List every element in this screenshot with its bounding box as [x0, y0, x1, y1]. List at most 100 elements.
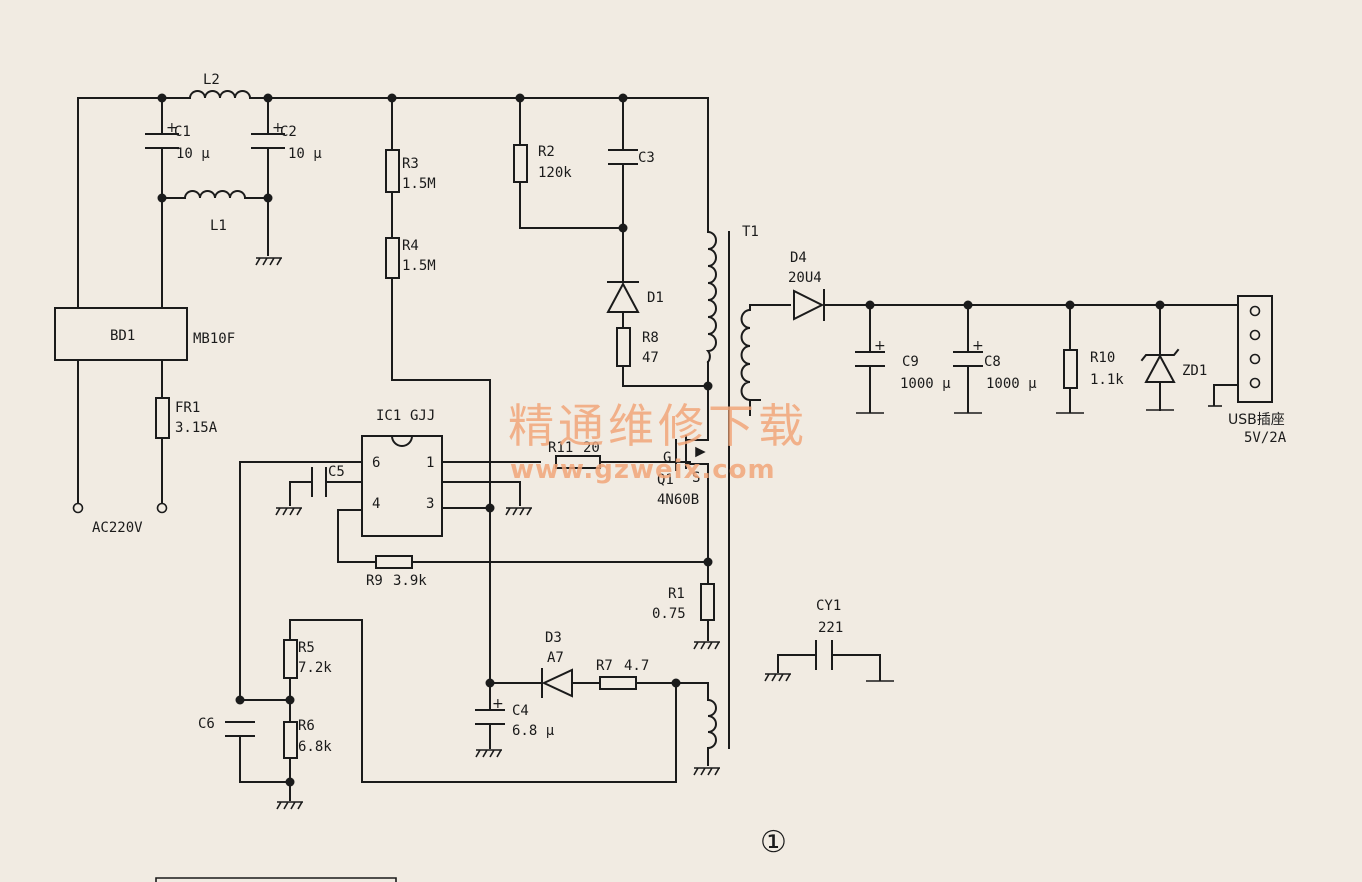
- usb-socket: USB插座 5V/2A: [1228, 295, 1287, 446]
- r7-value: 4.7: [624, 658, 649, 674]
- resistor-R7: R7 4.7: [596, 658, 649, 690]
- c8-label: C8: [984, 354, 1001, 370]
- zd1-label: ZD1: [1182, 363, 1207, 379]
- ic1-ref: IC1: [376, 408, 401, 424]
- r1-label: R1: [668, 586, 685, 602]
- l1-label: L1: [210, 218, 227, 234]
- watermark-title: 精通维修下载: [508, 399, 808, 453]
- figure-number: ①: [760, 825, 787, 860]
- usb-output-rating: 5V/2A: [1244, 430, 1287, 446]
- r9-value: 3.9k: [393, 573, 427, 589]
- d3-part: A7: [547, 650, 564, 666]
- r2-value: 120k: [538, 165, 572, 181]
- c2-value: 10 μ: [288, 146, 322, 162]
- d1-label: D1: [647, 290, 664, 306]
- c9-label: C9: [902, 354, 919, 370]
- capacitor-CY1: CY1 221: [815, 598, 843, 670]
- watermark-url: www.gzweix.com: [510, 455, 776, 485]
- r9-label: R9: [366, 573, 383, 589]
- ground-symbols: [255, 257, 1222, 810]
- r5-label: R5: [298, 640, 315, 656]
- ic1-part: GJJ: [410, 408, 435, 424]
- fr1-value: 3.15A: [175, 420, 218, 436]
- usb-socket-label: USB插座: [1228, 412, 1285, 428]
- cropped-frame-edge: [155, 877, 397, 882]
- ic-IC1: IC1 GJJ 6 1 4 3: [361, 408, 443, 537]
- c3-label: C3: [638, 150, 655, 166]
- r7-label: R7: [596, 658, 613, 674]
- capacitor-C5: C5: [311, 464, 345, 497]
- svg-text:+: +: [972, 338, 984, 354]
- diode-D3: D3 A7: [541, 630, 573, 698]
- l2-label: L2: [203, 72, 220, 88]
- cy1-value: 221: [818, 620, 843, 636]
- resistor-R10: R10 1.1k: [1063, 349, 1124, 389]
- capacitor-C8: + C8 1000 μ: [953, 338, 1037, 392]
- resistor-R5: R5 7.2k: [283, 639, 332, 679]
- ic1-pin4: 4: [372, 496, 380, 512]
- q1-part: 4N60B: [657, 492, 699, 508]
- bridge-rectifier-BD1: BD1 MB10F: [54, 307, 235, 361]
- resistor-R3: R3 1.5M: [385, 149, 436, 193]
- resistor-R6: R6 6.8k: [283, 718, 332, 759]
- c2-label: C2: [280, 124, 297, 140]
- r6-value: 6.8k: [298, 739, 332, 755]
- resistor-R1: R1 0.75: [652, 583, 715, 622]
- r10-value: 1.1k: [1090, 372, 1124, 388]
- junctions: [157, 93, 1165, 787]
- cy1-label: CY1: [816, 598, 841, 614]
- bd1-part: MB10F: [193, 331, 235, 347]
- capacitor-C9: + C9 1000 μ: [855, 338, 951, 392]
- r4-value: 1.5M: [402, 258, 436, 274]
- capacitor-C4: + C4 6.8 μ: [475, 696, 555, 739]
- r4-label: R4: [402, 238, 419, 254]
- t1-label: T1: [742, 224, 759, 240]
- ic1-pin6: 6: [372, 455, 380, 471]
- ac-input-label: AC220V: [92, 520, 143, 536]
- svg-text:+: +: [272, 120, 284, 136]
- resistor-R9: R9 3.9k: [366, 555, 427, 589]
- resistor-R11: R11 20: [548, 440, 601, 469]
- c8-value: 1000 μ: [986, 376, 1037, 392]
- c5-label: C5: [328, 464, 345, 480]
- svg-text:+: +: [492, 696, 504, 712]
- resistor-R4: R4 1.5M: [385, 237, 436, 279]
- r2-label: R2: [538, 144, 555, 160]
- q1-source: S: [692, 470, 700, 486]
- c4-label: C4: [512, 703, 529, 719]
- mosfet-Q1: G Q1 S 4N60B: [657, 435, 709, 508]
- c6-label: C6: [198, 716, 215, 732]
- capacitor-C3: C3: [608, 149, 655, 166]
- wires: [77, 97, 1241, 801]
- q1-gate: G: [663, 450, 671, 466]
- svg-text:+: +: [874, 338, 886, 354]
- c1-value: 10 μ: [176, 146, 210, 162]
- inductor-L1: L1: [183, 190, 247, 234]
- diode-D1: D1: [606, 281, 664, 313]
- inductor-L2: L2: [188, 72, 252, 100]
- resistor-R8: R8 47: [616, 327, 659, 367]
- c9-value: 1000 μ: [900, 376, 951, 392]
- capacitor-C2: + C2 10 μ: [251, 120, 322, 162]
- svg-text:+: +: [166, 120, 178, 136]
- c1-label: C1: [174, 124, 191, 140]
- r3-label: R3: [402, 156, 419, 172]
- r11-value: 20: [583, 440, 600, 456]
- transformer-T1: T1: [705, 224, 759, 750]
- ic1-pin1: 1: [426, 455, 434, 471]
- fr1-label: FR1: [175, 400, 200, 416]
- r11-label: R11: [548, 440, 573, 456]
- watermark: 精通维修下载 www.gzweix.com: [508, 399, 808, 485]
- ac-input-terminals: AC220V: [72, 502, 168, 536]
- q1-label: Q1: [657, 472, 674, 488]
- c4-value: 6.8 μ: [512, 723, 555, 739]
- r6-label: R6: [298, 718, 315, 734]
- resistor-R2: R2 120k: [513, 144, 572, 183]
- d3-label: D3: [545, 630, 562, 646]
- capacitor-C6: C6: [198, 716, 255, 737]
- diode-D4: D4 20U4: [788, 250, 825, 321]
- d4-part: 20U4: [788, 270, 822, 286]
- r5-value: 7.2k: [298, 660, 332, 676]
- r1-value: 0.75: [652, 606, 686, 622]
